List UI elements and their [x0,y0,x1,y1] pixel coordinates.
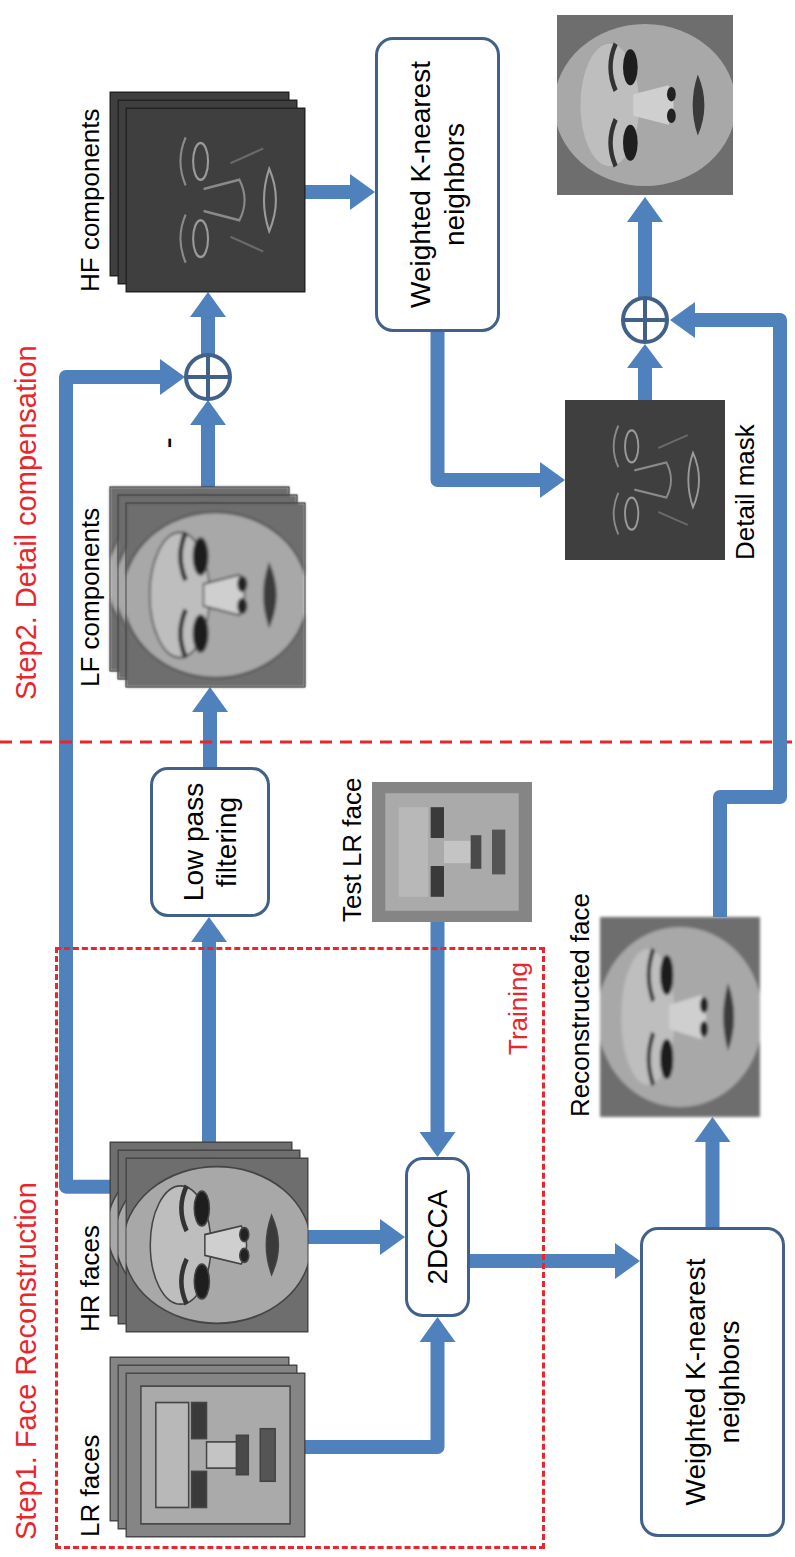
arrow-head [350,174,375,210]
hr-face-stack [107,1142,311,1332]
image-caption: LR faces [76,1434,105,1537]
process-label: 2DCCA [421,1190,454,1285]
arrow-head [190,400,226,425]
process-box: Weighted K-nearest neighbors [375,37,500,332]
arrow-shaft [202,941,216,1142]
flow-arrow [192,687,228,767]
image-caption: HF components [76,108,105,292]
arrow-head [191,917,227,942]
arrow-shaft [308,1230,381,1244]
arrow-head [190,292,226,317]
sum-symbol [623,298,667,342]
arrow-shaft [706,1141,720,1227]
flow-arrow [420,922,456,1157]
flow-arrow [470,1243,640,1279]
arrow-shaft [203,711,217,767]
step-divider [0,741,795,744]
image-caption: HR faces [76,1225,105,1332]
image-stack: HR faces [110,1142,308,1332]
flow-arrow [305,1317,456,1447]
arrow-shaft [305,185,351,199]
flow-arrow [438,332,566,498]
flow-arrow [66,317,208,1187]
image-caption: Test LR face [338,777,367,922]
step-title: Step1. Face Reconstruction [10,1182,43,1540]
image-caption: LF components [76,508,105,687]
arrow-head [420,1132,456,1157]
detail-mask-image [565,400,725,560]
image-stack: LF components [110,487,305,687]
process-box: 2DCCA [405,1157,470,1317]
process-box: Weighted K-nearest neighbors [640,1227,785,1537]
process-box: Low pass filtering [150,767,270,917]
output-face [554,15,736,195]
edge-label: - [150,434,184,451]
arrow-head [615,1243,640,1279]
arrow-head [192,687,228,712]
flow-arrow [191,917,227,1142]
arrow-shaft [201,316,215,355]
arrow-head [160,359,185,395]
training-region: TrainingLR facesHR faces2DCCA [55,947,545,1549]
process-label: Low pass filtering [177,780,243,904]
arrow-shaft [201,424,215,487]
flow-arrow [695,1117,731,1227]
arrow-shaft [305,1341,438,1447]
image-caption: Reconstructed face [566,893,595,1117]
image-stack: HF components [110,92,305,292]
step-title: Step2. Detail compensation [10,345,43,700]
image-stack: LR faces [110,1357,305,1537]
lf-face-stack [107,487,308,687]
lr-face-stack [110,1357,305,1537]
arrow-shaft [438,332,542,480]
flow-arrow [305,174,375,210]
image-node: Test LR face [372,782,532,922]
arrow-head [695,1117,731,1142]
arrow-head [380,1219,405,1255]
image-caption: Detail mask [731,424,760,560]
image-node: Detail mask [565,400,725,560]
arrow-shaft [431,922,445,1133]
arrow-head [540,462,565,498]
sum-symbol [186,355,230,399]
process-label: Weighted K-nearest neighbors [404,50,470,319]
process-label: Weighted K-nearest neighbors [679,1240,745,1524]
hf-face-stack [110,92,305,292]
image-node: Reconstructed face [600,917,760,1117]
arrow-shaft [201,317,215,355]
arrow-head [420,1317,456,1342]
region-label: Training [503,962,534,1055]
flow-arrow [308,1219,405,1255]
reconstructed-face-image [597,917,762,1117]
test-face [372,782,532,922]
